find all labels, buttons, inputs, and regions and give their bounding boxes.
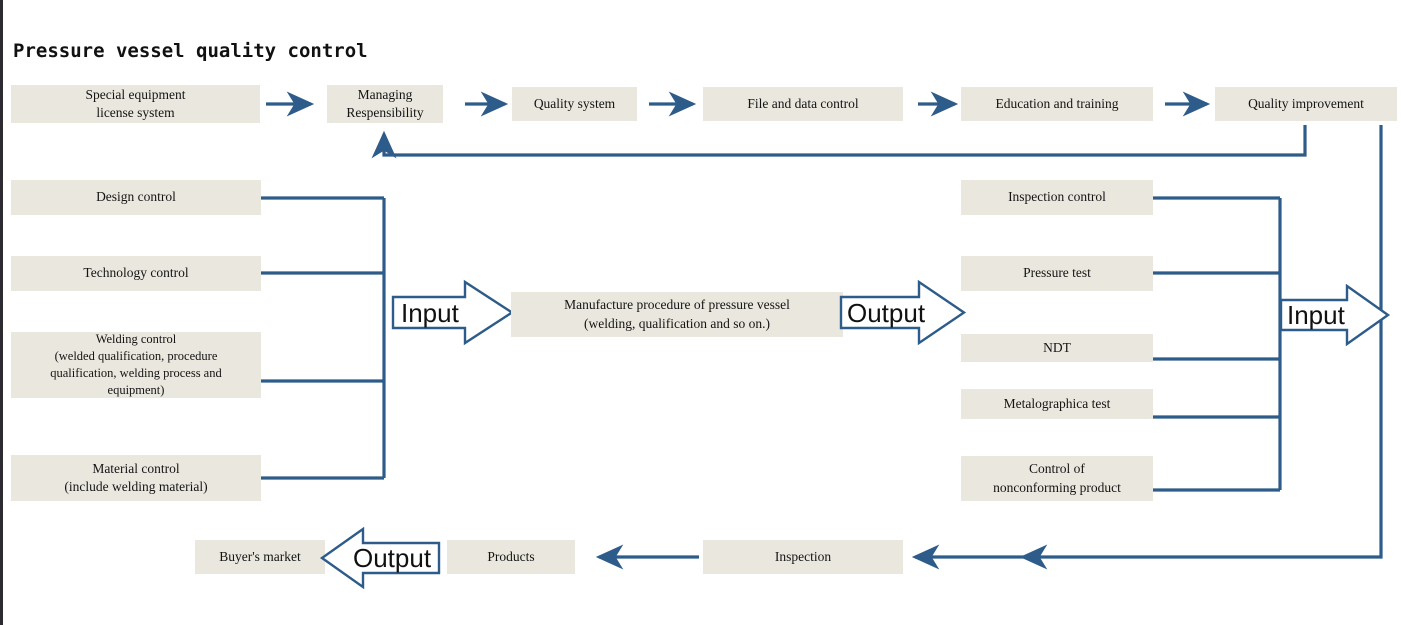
input-arrow-left[interactable]: Input <box>391 279 525 346</box>
box-education-and-training[interactable]: Education and training <box>961 87 1153 121</box>
box-welding-control[interactable]: Welding control (welded qualification, p… <box>11 332 261 398</box>
box-file-and-data-control[interactable]: File and data control <box>703 87 903 121</box>
output-arrow-bottom-label: Output <box>353 543 432 573</box>
chevron-right-shape <box>391 279 515 346</box>
chevron-right-shape <box>1279 284 1391 346</box>
box-quality-system[interactable]: Quality system <box>512 87 637 121</box>
chevron-left-shape <box>319 527 441 589</box>
box-special-equipment-license-system[interactable]: Special equipment license system <box>11 85 260 123</box>
box-buyers-market[interactable]: Buyer's market <box>195 540 325 574</box>
input-arrow-right[interactable]: Input <box>1279 284 1399 346</box>
box-inspection-control[interactable]: Inspection control <box>961 180 1153 215</box>
box-control-of-nonconforming-product[interactable]: Control of nonconforming product <box>961 456 1153 501</box>
input-arrow-right-label: Input <box>1287 300 1345 330</box>
box-managing-respensibility[interactable]: Managing Respensibility <box>327 85 443 123</box>
box-products[interactable]: Products <box>447 540 575 574</box>
page-title: Pressure vessel quality control <box>13 40 368 62</box>
box-inspection[interactable]: Inspection <box>703 540 903 574</box>
output-arrow-center[interactable]: Output <box>839 279 975 346</box>
box-ndt[interactable]: NDT <box>961 334 1153 362</box>
box-manufacture-procedure[interactable]: Manufacture procedure of pressure vessel… <box>511 292 843 337</box>
box-metalographica-test[interactable]: Metalographica test <box>961 389 1153 419</box>
input-arrow-left-label: Input <box>401 297 459 328</box>
output-arrow-bottom[interactable]: Output <box>319 527 475 589</box>
box-material-control[interactable]: Material control (include welding materi… <box>11 455 261 501</box>
chevron-right-shape <box>839 279 967 346</box>
box-pressure-test[interactable]: Pressure test <box>961 256 1153 291</box>
output-arrow-center-label: Output <box>847 297 926 328</box>
box-design-control[interactable]: Design control <box>11 180 261 215</box>
box-quality-improvement[interactable]: Quality improvement <box>1215 87 1397 121</box>
box-technology-control[interactable]: Technology control <box>11 256 261 291</box>
